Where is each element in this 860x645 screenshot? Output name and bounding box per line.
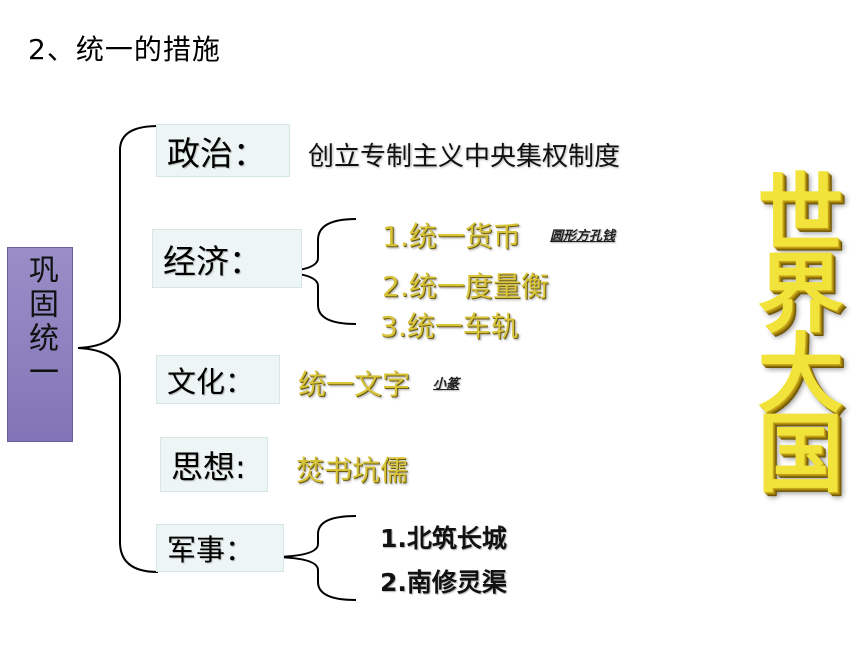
economy-item-2: 2.统一度量衡 bbox=[382, 270, 549, 303]
category-culture: 文化： bbox=[156, 355, 280, 404]
economy-item-1: 1.统一货币 bbox=[382, 220, 521, 253]
politics-item: 创立专制主义中央集权制度 bbox=[308, 142, 621, 172]
military-item-1: 1.北筑长城 bbox=[380, 524, 507, 553]
category-military-label: 军事： bbox=[167, 533, 255, 567]
economy-note: 圆形方孔钱 bbox=[550, 229, 616, 244]
category-culture-label: 文化： bbox=[167, 364, 255, 399]
big-text-world-power: 世界大国 bbox=[742, 168, 842, 488]
military-item-2: 2.南修灵渠 bbox=[380, 568, 507, 597]
category-economy: 经济： bbox=[152, 229, 302, 288]
page-title: 2、统一的措施 bbox=[28, 33, 221, 66]
main-brace bbox=[77, 125, 159, 573]
economy-item-3: 3.统一车轨 bbox=[380, 310, 519, 343]
category-thought-label: 思想: bbox=[171, 447, 246, 486]
category-politics: 政治： bbox=[156, 124, 290, 177]
root-label: 巩固统一 bbox=[23, 254, 58, 390]
category-thought: 思想: bbox=[160, 437, 268, 492]
category-politics-label: 政治： bbox=[167, 133, 266, 173]
category-military: 军事： bbox=[156, 524, 284, 572]
culture-item: 统一文字 bbox=[298, 368, 411, 401]
root-box: 巩固统一 bbox=[7, 247, 73, 442]
thought-item: 焚书坑儒 bbox=[296, 454, 409, 487]
category-economy-label: 经济： bbox=[163, 241, 262, 281]
culture-note: 小篆 bbox=[433, 377, 460, 392]
